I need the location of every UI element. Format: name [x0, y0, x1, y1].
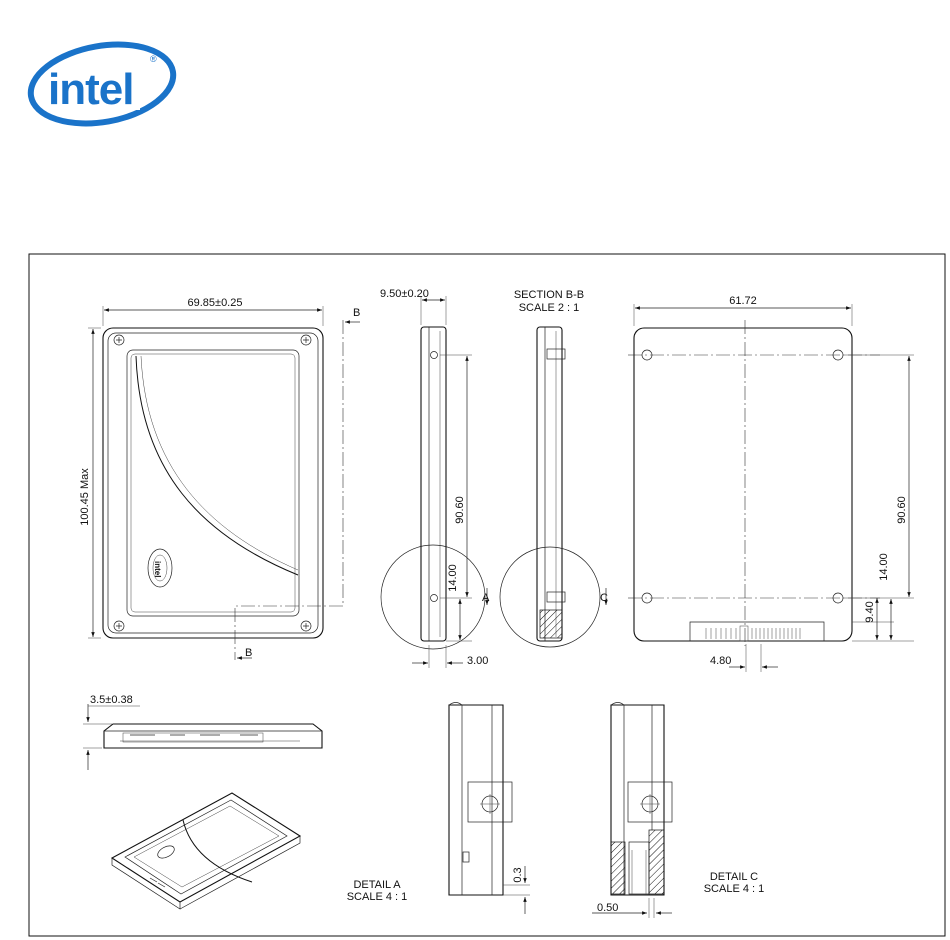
side-view: 9.50±0.20 90.60 14.00 A 3.00 [380, 288, 490, 668]
detail-c-scale: SCALE 4 : 1 [704, 883, 765, 895]
side-edge-dim: 3.00 [467, 655, 488, 667]
side-hole-spacing-dim: 90.60 [454, 496, 466, 524]
section-title: SECTION B-B [514, 289, 584, 301]
detail-marker-a: A [482, 592, 490, 604]
detail-marker-c: C [600, 592, 608, 604]
drawing-frame [28, 253, 946, 937]
section-view: SECTION B-B SCALE 2 : 1 C [499, 289, 608, 648]
detail-a-dim: 0.3 [512, 867, 524, 882]
edge-view: 3.5±0.38 [83, 694, 323, 770]
section-mark-bottom: B [245, 647, 252, 659]
svg-text:intel: intel [153, 561, 162, 577]
detail-c-title: DETAIL C [710, 871, 758, 883]
detail-a-scale: SCALE 4 : 1 [347, 891, 408, 903]
back-connector-dim: 4.80 [710, 655, 731, 667]
logo-text: intel [48, 65, 133, 114]
back-hole-spacing-dim: 90.60 [896, 496, 908, 524]
logo-registered-mark: ® [150, 54, 157, 64]
front-height-dim: 100.45 Max [79, 468, 91, 526]
intel-logo: intel ® [27, 41, 177, 127]
front-width-dim: 69.85±0.25 [188, 297, 243, 309]
isometric-view [110, 792, 302, 910]
edge-height-dim: 3.5±0.38 [90, 694, 133, 706]
back-width-dim: 61.72 [729, 295, 757, 307]
back-hole-offset-dim: 14.00 [878, 553, 890, 581]
side-hole-offset-dim: 14.00 [447, 564, 459, 592]
detail-a-title: DETAIL A [353, 879, 401, 891]
back-bottom-dim: 9.40 [864, 601, 876, 622]
back-view: 61.72 90.60 14.00 9.40 4.80 [628, 295, 914, 672]
front-view: intel 69.85±0.25 100.45 Max B B [79, 297, 360, 660]
side-thickness-dim: 9.50±0.20 [380, 288, 429, 300]
detail-c-view: 0.50 DETAIL C SCALE 4 : 1 [592, 702, 765, 918]
detail-a-view: 0.3 DETAIL A SCALE 4 : 1 [347, 702, 530, 914]
section-scale: SCALE 2 : 1 [519, 302, 580, 314]
detail-c-dim: 0.50 [597, 902, 618, 914]
section-mark-top: B [353, 307, 360, 319]
